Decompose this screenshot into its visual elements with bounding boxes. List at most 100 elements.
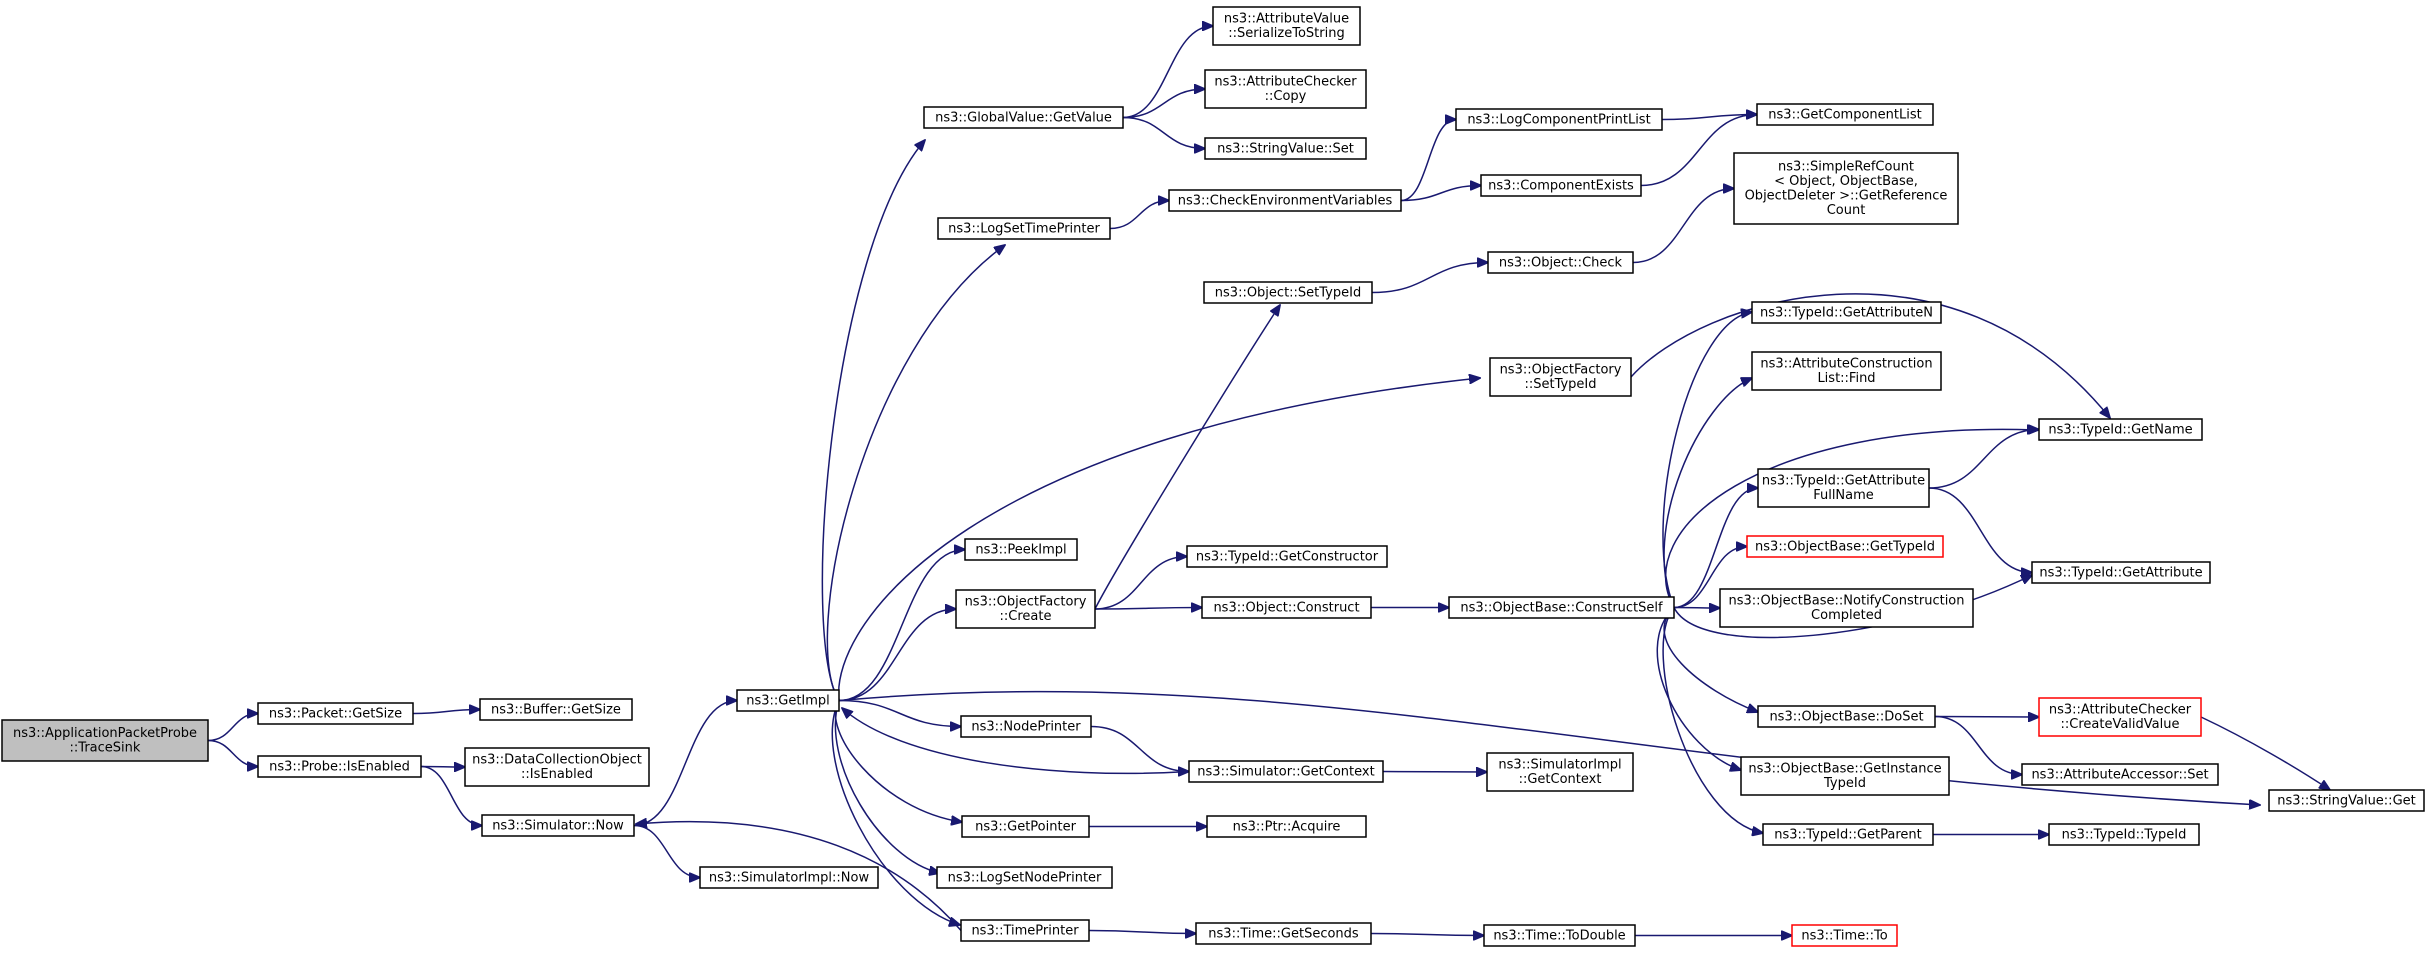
- node-obj-settypeid[interactable]: ns3::Object::SetTypeId: [1203, 281, 1373, 304]
- node-label: ns3::GetImpl: [746, 693, 830, 708]
- node-getpointer[interactable]: ns3::GetPointer: [961, 815, 1090, 838]
- node-time-todouble[interactable]: ns3::Time::ToDouble: [1483, 924, 1636, 947]
- edge-n_of_create-to-n_tid_getctor: [1094, 557, 1187, 610]
- node-timeprinter[interactable]: ns3::TimePrinter: [960, 919, 1090, 942]
- node-tid-getattrn[interactable]: ns3::TypeId::GetAttributeN: [1751, 301, 1942, 324]
- node-logsettimeprinter[interactable]: ns3::LogSetTimePrinter: [937, 217, 1111, 240]
- node-label: Completed: [1811, 608, 1882, 623]
- node-label: ns3::SimpleRefCount: [1778, 160, 1914, 175]
- node-label: TypeId: [1823, 776, 1866, 791]
- node-of-settypeid[interactable]: ns3::ObjectFactory::SetTypeId: [1489, 357, 1632, 397]
- node-pkt-getsize[interactable]: ns3::Packet::GetSize: [257, 702, 414, 725]
- node-label: ns3::StringValue::Get: [2277, 793, 2415, 808]
- node-box: [1757, 468, 1930, 508]
- edge-n_ob_doset-to-n_ac_createvalid: [1934, 717, 2039, 718]
- node-label: ns3::NodePrinter: [971, 719, 1081, 734]
- node-simimpl-getcontext[interactable]: ns3::SimulatorImpl::GetContext: [1486, 752, 1634, 792]
- node-sim-getcontext[interactable]: ns3::Simulator::GetContext: [1188, 760, 1384, 783]
- edge-n_root-to-n_pkt_getsize: [207, 714, 258, 742]
- node-buf-getsize[interactable]: ns3::Buffer::GetSize: [479, 698, 633, 721]
- node-label: ns3::AttributeChecker: [2049, 703, 2192, 718]
- node-probe-isenabled[interactable]: ns3::Probe::IsEnabled: [257, 755, 422, 778]
- node-label: ns3::SimulatorImpl::Now: [709, 870, 870, 885]
- node-label: ns3::AttributeChecker: [1214, 75, 1357, 90]
- edge-n_ac_createvalid-to-n_sv_get: [2200, 716, 2330, 790]
- node-ob-constructself[interactable]: ns3::ObjectBase::ConstructSelf: [1448, 596, 1675, 619]
- node-tid-typeid[interactable]: ns3::TypeId::TypeId: [2048, 823, 2200, 846]
- node-aa-set[interactable]: ns3::AttributeAccessor::Set: [2021, 763, 2219, 786]
- node-time-to[interactable]: ns3::Time::To: [1791, 924, 1898, 947]
- node-logsetnodeprinter[interactable]: ns3::LogSetNodePrinter: [936, 866, 1113, 889]
- node-label: ns3::Time::To: [1801, 928, 1887, 943]
- node-label: ns3::Buffer::GetSize: [491, 702, 621, 717]
- node-box: [1204, 137, 1367, 160]
- node-label: ns3::TypeId::GetAttribute: [1762, 474, 1925, 489]
- node-ac-createvalid[interactable]: ns3::AttributeChecker::CreateValidValue: [2038, 697, 2202, 737]
- node-of-create[interactable]: ns3::ObjectFactory::Create: [955, 589, 1096, 629]
- node-sv-set[interactable]: ns3::StringValue::Set: [1204, 137, 1367, 160]
- node-nodeprinter[interactable]: ns3::NodePrinter: [960, 715, 1092, 738]
- node-label: ::Create: [1000, 609, 1052, 624]
- node-label: ns3::StringValue::Set: [1217, 141, 1354, 156]
- node-box: [1206, 815, 1367, 838]
- node-compexists[interactable]: ns3::ComponentExists: [1480, 174, 1642, 197]
- node-box: [1448, 596, 1675, 619]
- node-tid-getparent[interactable]: ns3::TypeId::GetParent: [1762, 823, 1934, 846]
- edge-n_sim_now-to-n_getimpl: [633, 701, 737, 827]
- edge-n_obj_check-to-n_simplerefcount: [1632, 189, 1734, 264]
- node-ac-copy[interactable]: ns3::AttributeChecker::Copy: [1204, 69, 1367, 109]
- node-obj-check[interactable]: ns3::Object::Check: [1487, 251, 1634, 274]
- node-simimpl-now[interactable]: ns3::SimulatorImpl::Now: [699, 866, 879, 889]
- node-time-getseconds[interactable]: ns3::Time::GetSeconds: [1195, 922, 1372, 945]
- node-tid-getattr[interactable]: ns3::TypeId::GetAttribute: [2031, 561, 2211, 584]
- edge-n_ob_constructself-to-n_ob_gettypeid: [1673, 547, 1747, 609]
- node-label: ns3::ApplicationPacketProbe: [13, 726, 197, 741]
- edge-n_checkenv-to-n_compexists: [1400, 186, 1481, 202]
- node-box: [1746, 535, 1944, 558]
- node-tid-getctor[interactable]: ns3::TypeId::GetConstructor: [1186, 545, 1388, 568]
- node-dco-isenabled[interactable]: ns3::DataCollectionObject::IsEnabled: [464, 747, 650, 787]
- edge-n_time_getseconds-to-n_time_todouble: [1370, 934, 1484, 936]
- edge-n_ob_constructself-to-n_tid_getattrn: [1662, 312, 1752, 608]
- node-sim-now[interactable]: ns3::Simulator::Now: [481, 814, 635, 837]
- node-root[interactable]: ns3::ApplicationPacketProbe::TraceSink: [1, 719, 209, 762]
- node-gv-getvalue[interactable]: ns3::GlobalValue::GetValue: [923, 106, 1124, 129]
- node-label: FullName: [1813, 488, 1874, 503]
- node-logcompprintlist[interactable]: ns3::LogComponentPrintList: [1455, 108, 1663, 131]
- node-box: [1203, 281, 1373, 304]
- node-label: ns3::TypeId::GetConstructor: [1196, 549, 1379, 564]
- node-label: ns3::Ptr::Acquire: [1233, 819, 1341, 834]
- node-label: List::Find: [1817, 371, 1875, 386]
- edge-n_sim_getcontext-to-n_getimpl: [842, 708, 1190, 775]
- node-label: ns3::ObjectBase::GetTypeId: [1755, 539, 1935, 554]
- node-peekimpl[interactable]: ns3::PeekImpl: [964, 538, 1078, 561]
- node-checkenv[interactable]: ns3::CheckEnvironmentVariables: [1168, 189, 1402, 212]
- node-obj-construct[interactable]: ns3::Object::Construct: [1201, 596, 1372, 619]
- edge-n_ob_constructself-to-n_ob_notify: [1673, 608, 1720, 609]
- edge-n_gv_getvalue-to-n_sv_set: [1122, 116, 1205, 149]
- node-label: ns3::GetComponentList: [1768, 107, 1921, 122]
- edge-n_getimpl-to-n_getpointer: [834, 700, 962, 823]
- node-box: [1733, 152, 1959, 225]
- node-ob-notify[interactable]: ns3::ObjectBase::NotifyConstructionCompl…: [1719, 588, 1974, 628]
- node-tid-getname[interactable]: ns3::TypeId::GetName: [2038, 418, 2203, 441]
- node-ptr-acquire[interactable]: ns3::Ptr::Acquire: [1206, 815, 1367, 838]
- node-ob-gettypeid[interactable]: ns3::ObjectBase::GetTypeId: [1746, 535, 1944, 558]
- node-label: ns3::Simulator::GetContext: [1197, 764, 1374, 779]
- node-box: [1168, 189, 1402, 212]
- node-box: [964, 538, 1078, 561]
- node-box: [955, 589, 1096, 629]
- node-label: ns3::LogSetNodePrinter: [948, 870, 1102, 885]
- node-av-serialize[interactable]: ns3::AttributeValue::SerializeToString: [1212, 6, 1361, 46]
- node-ob-doset[interactable]: ns3::ObjectBase::DoSet: [1757, 705, 1936, 728]
- node-getimpl[interactable]: ns3::GetImpl: [736, 689, 840, 712]
- node-getcomplist[interactable]: ns3::GetComponentList: [1756, 103, 1934, 126]
- node-simplerefcount[interactable]: ns3::SimpleRefCount< Object, ObjectBase,…: [1733, 152, 1959, 225]
- node-label: ns3::Packet::GetSize: [269, 706, 402, 721]
- node-sv-get[interactable]: ns3::StringValue::Get: [2268, 789, 2425, 812]
- node-label: ns3::AttributeValue: [1224, 12, 1349, 27]
